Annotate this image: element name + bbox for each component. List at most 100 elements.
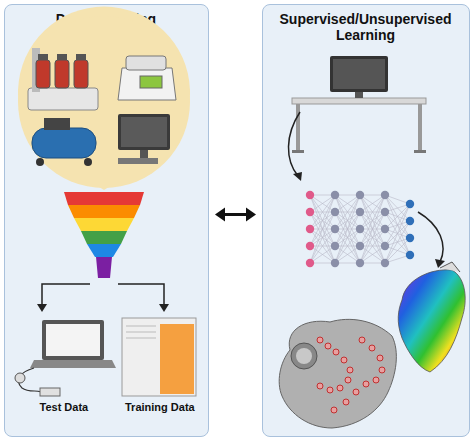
ablation-points-part <box>331 407 337 413</box>
network-neurons-part <box>356 259 364 267</box>
laptop-icon-part <box>15 373 25 383</box>
network-neurons-part <box>381 191 389 199</box>
equipment-bubble-part <box>18 7 190 190</box>
ablation-points-part <box>333 349 339 355</box>
atrium-mesh-part <box>291 343 317 369</box>
network-neurons-part <box>381 208 389 216</box>
analyzer-icon <box>118 56 176 100</box>
network-neurons-part <box>331 225 339 233</box>
atrium-mesh-part <box>296 348 312 364</box>
network-neurons-part <box>306 259 314 267</box>
ablation-points <box>317 337 385 413</box>
analyzer-icon-part <box>140 76 162 88</box>
ablation-points-part <box>325 343 331 349</box>
desk-icon-part <box>333 59 385 89</box>
double-arrow <box>215 208 256 222</box>
network-neurons-part <box>356 225 364 233</box>
desk-icon-part <box>355 92 363 98</box>
desk-icon-part <box>292 150 304 153</box>
arrowhead <box>246 208 256 222</box>
ablation-points-part <box>353 389 359 395</box>
compressor-icon <box>32 118 96 166</box>
ablation-points-part <box>379 367 385 373</box>
data-label: Test Data <box>40 401 89 413</box>
network-neurons-part <box>331 191 339 199</box>
analyzer-icon-part <box>126 56 166 70</box>
panel-title: Supervised/Unsupervised Learning <box>276 11 456 43</box>
ablation-points-part <box>359 337 365 343</box>
desk-icon-part <box>296 104 300 150</box>
network-neurons-part <box>356 242 364 250</box>
network-neurons-part <box>406 200 414 208</box>
computer-icon-part <box>121 117 167 147</box>
analyzer-icon-part <box>118 68 176 100</box>
network-neurons-part <box>306 208 314 216</box>
ablation-points-part <box>317 337 323 343</box>
compressor-icon-part <box>32 128 96 158</box>
desk-icon-part <box>330 56 388 92</box>
network-neurons-part <box>331 208 339 216</box>
network-neurons-part <box>406 251 414 259</box>
ablation-points-part <box>343 399 349 405</box>
network-neurons-part <box>306 191 314 199</box>
network-neurons-part <box>331 242 339 250</box>
compressor-icon-part <box>44 118 70 130</box>
storage-box-icon <box>122 318 196 396</box>
compressor-icon-part <box>36 158 44 166</box>
storage-box-icon-part <box>126 338 156 339</box>
bioreactor-icon-part <box>57 54 67 60</box>
storage-box-icon-part <box>122 318 196 396</box>
network-neurons-part <box>406 234 414 242</box>
arrowhead <box>215 208 225 222</box>
network-neurons-part <box>406 217 414 225</box>
storage-box-icon-part <box>160 324 194 394</box>
ablation-points-part <box>341 357 347 363</box>
bioreactor-icon-part <box>55 60 69 88</box>
network-neurons-part <box>356 208 364 216</box>
laptop-icon-part <box>40 388 60 396</box>
bioreactor-icon-part <box>76 54 86 60</box>
ablation-points-part <box>347 367 353 373</box>
network-neurons-part <box>356 191 364 199</box>
desk-icon-part <box>414 150 426 153</box>
network-neurons-part <box>331 259 339 267</box>
computer-icon-part <box>118 114 170 150</box>
funnel-part <box>68 205 140 218</box>
connector-line <box>223 213 248 216</box>
network-neurons-part <box>381 242 389 250</box>
compressor-icon-part <box>84 158 92 166</box>
equipment-bubble <box>18 7 190 190</box>
laptop-icon-part <box>42 320 104 360</box>
funnel-part <box>64 192 144 205</box>
bioreactor-icon-part <box>38 54 48 60</box>
network-neurons-part <box>381 225 389 233</box>
desk-icon-part <box>418 104 422 150</box>
ablation-points-part <box>377 355 383 361</box>
bioreactor-icon <box>28 48 98 110</box>
ablation-points-part <box>363 381 369 387</box>
ablation-points-part <box>373 377 379 383</box>
laptop-icon-part <box>30 360 116 368</box>
funnel-part <box>74 218 134 231</box>
equipment-bubble-part <box>18 16 190 188</box>
data-label: Training Data <box>125 401 195 413</box>
funnel-part <box>81 231 127 244</box>
ablation-points-part <box>369 345 375 351</box>
bioreactor-icon-part <box>36 60 50 88</box>
computer-icon-part <box>140 150 148 158</box>
ablation-points-part <box>337 385 343 391</box>
ablation-points-part <box>317 383 323 389</box>
computer-icon <box>118 114 170 164</box>
desk-icon-part <box>292 98 426 104</box>
funnel-part <box>96 257 112 278</box>
network-neurons-part <box>381 259 389 267</box>
storage-box-icon-part <box>126 326 156 327</box>
laptop-icon-part <box>46 324 100 356</box>
storage-box-icon-part <box>126 332 156 333</box>
network-neurons-part <box>306 242 314 250</box>
computer-icon-part <box>118 158 158 164</box>
ablation-points-part <box>345 377 351 383</box>
